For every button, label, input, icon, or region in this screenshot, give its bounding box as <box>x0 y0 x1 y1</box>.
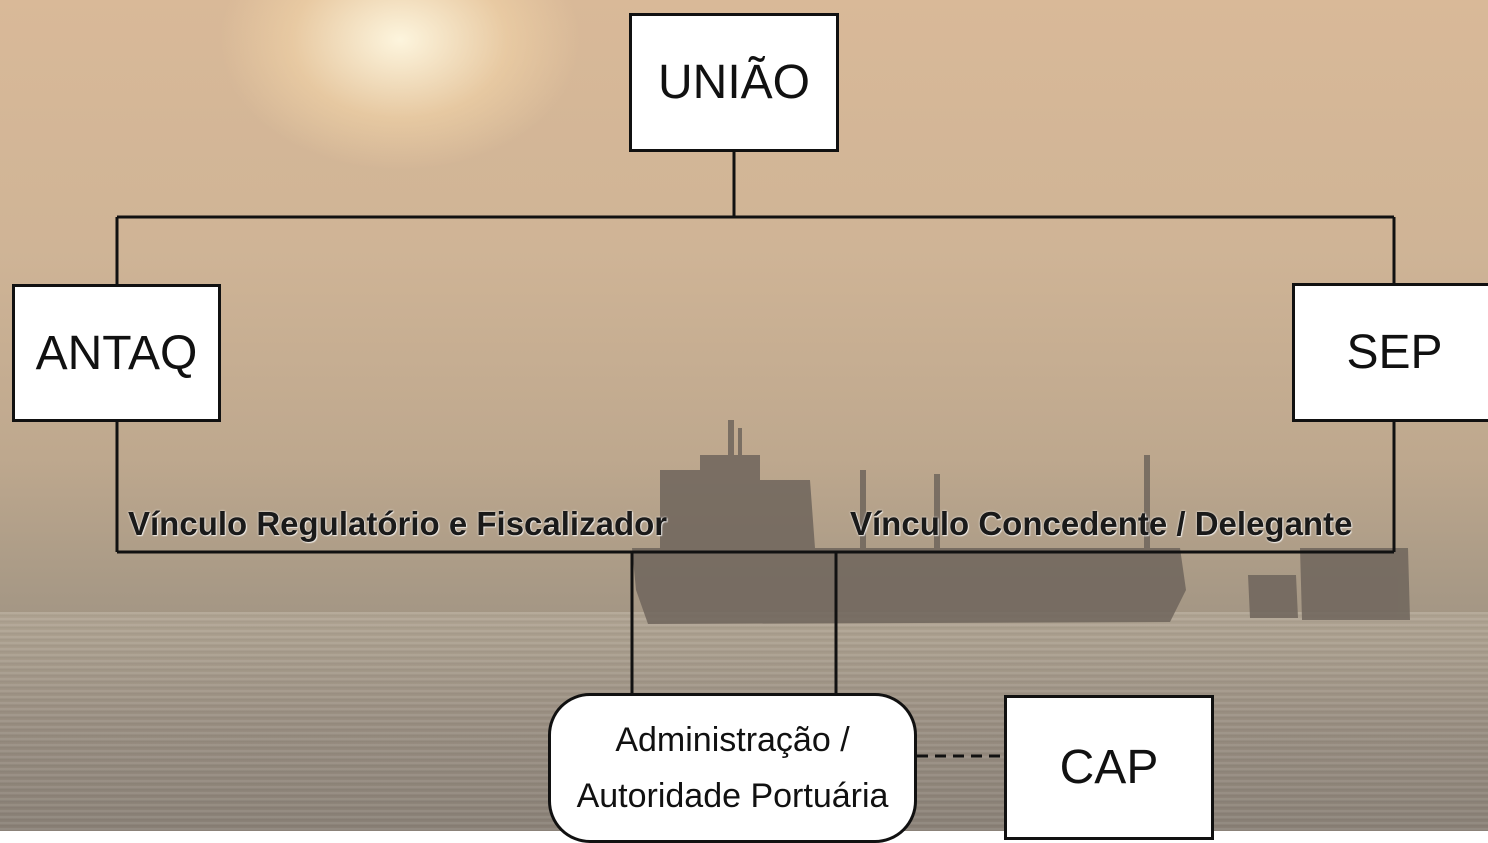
node-cap-label: CAP <box>1059 741 1159 794</box>
node-admin-label-line1: Administração / <box>615 721 850 759</box>
node-admin-label-line2: Autoridade Portuária <box>576 777 889 815</box>
link-label-concedente: Vínculo Concedente / Delegante <box>850 505 1353 542</box>
link-label-regulatorio: Vínculo Regulatório e Fiscalizador <box>128 505 668 542</box>
node-cap: CAP <box>1004 695 1214 840</box>
node-sep-label: SEP <box>1346 326 1443 379</box>
node-antaq-label: ANTAQ <box>35 326 198 380</box>
node-sep: SEP <box>1292 283 1488 422</box>
node-antaq: ANTAQ <box>12 284 221 422</box>
node-uniao-label: UNIÃO <box>657 56 810 109</box>
node-uniao: UNIÃO <box>629 13 839 152</box>
node-administracao-autoridade-portuaria: Administração / Autoridade Portuária <box>548 693 917 843</box>
